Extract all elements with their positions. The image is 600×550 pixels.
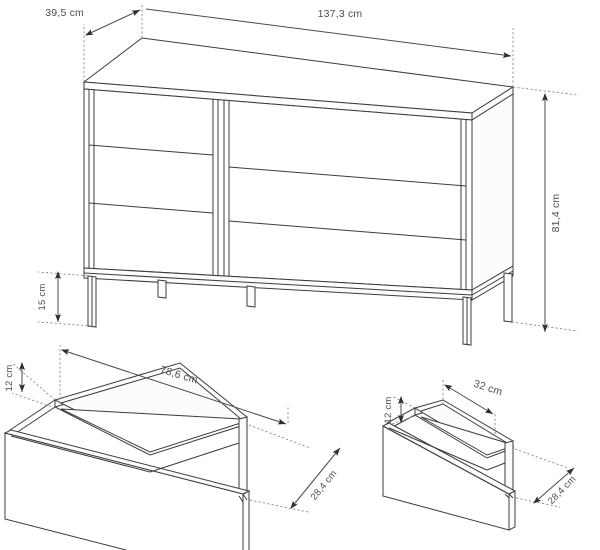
depth-dim-line xyxy=(85,9,141,36)
wide-drawer-front-panel xyxy=(4,432,244,550)
dimension-label-depth: 39,5 cm xyxy=(45,7,84,19)
cabinet-right-drawer-seam-1 xyxy=(228,166,467,187)
cabinet-front-panel xyxy=(83,88,473,291)
sideboard-assembly xyxy=(82,37,515,346)
width-dim-line xyxy=(145,8,512,58)
cabinet-left-drawer-seam-2 xyxy=(88,202,214,214)
narrow-drawer-depth-ext-top xyxy=(514,448,569,469)
cabinet-bottom-rail-seam xyxy=(83,272,473,296)
height-ext-line-top xyxy=(512,86,579,96)
wide-drawer-front-top-edge xyxy=(3,429,251,495)
cabinet-leg-back-right xyxy=(503,272,513,323)
dimension-label-leg-height: 15 cm xyxy=(37,284,48,311)
narrow-drawer-height-ext-top xyxy=(391,395,416,409)
wide-drawer-bottom-seam xyxy=(238,493,248,503)
cabinet-leg-middle xyxy=(246,285,256,308)
cabinet-centre-divider xyxy=(212,99,230,277)
dimension-label-wide-drawer-height: 12 cm xyxy=(4,365,15,392)
narrow-drawer-bottom-seam xyxy=(504,493,514,499)
narrow-drawer-assembly xyxy=(381,399,517,531)
wide-drawer-depth-ext-top xyxy=(248,424,311,449)
cabinet-right-stile xyxy=(460,119,467,290)
wide-drawer-right-wall xyxy=(238,416,248,501)
dimension-label-wide-drawer-depth: 28,4 cm xyxy=(309,468,340,502)
wide-drawer-front-edge xyxy=(242,490,250,550)
cabinet-left-drawer-seam-1 xyxy=(88,144,214,156)
cabinet-leg-front-centre xyxy=(157,279,167,299)
dimension-label-narrow-drawer-height: 12 cm xyxy=(383,397,394,424)
wide-drawer-depth-dim-line xyxy=(290,447,341,509)
narrow-drawer-depth-dim-line xyxy=(533,467,575,504)
wide-drawer-assembly xyxy=(3,362,251,550)
wide-drawer-width-dim-line xyxy=(61,349,287,425)
cabinet-right-drawer-seam-2 xyxy=(228,220,467,241)
wide-drawer-height-ext-bottom xyxy=(11,392,56,409)
dimension-label-width: 137,3 cm xyxy=(318,8,363,20)
wide-drawer-floor-seam xyxy=(10,435,240,473)
narrow-drawer-width-dim-line xyxy=(444,384,494,415)
cabinet-dimension-set: 39,5 cm 137,3 cm 81,4 cm 15 cm xyxy=(37,4,579,332)
cabinet-left-stile xyxy=(88,89,95,269)
narrow-drawer-floor-seam xyxy=(388,427,506,471)
leg-height-ext-line-top xyxy=(37,271,93,277)
wide-drawer-depth-ext-bottom xyxy=(249,499,309,513)
wide-drawer-height-ext-top xyxy=(11,362,56,401)
leg-height-ext-line-bottom xyxy=(37,321,93,327)
dimension-label-narrow-drawer-width: 32 cm xyxy=(472,378,504,399)
narrow-drawer-front-top-edge xyxy=(381,422,517,495)
dimension-label-height: 81,4 cm xyxy=(550,194,562,233)
cabinet-right-side-panel xyxy=(471,93,514,291)
